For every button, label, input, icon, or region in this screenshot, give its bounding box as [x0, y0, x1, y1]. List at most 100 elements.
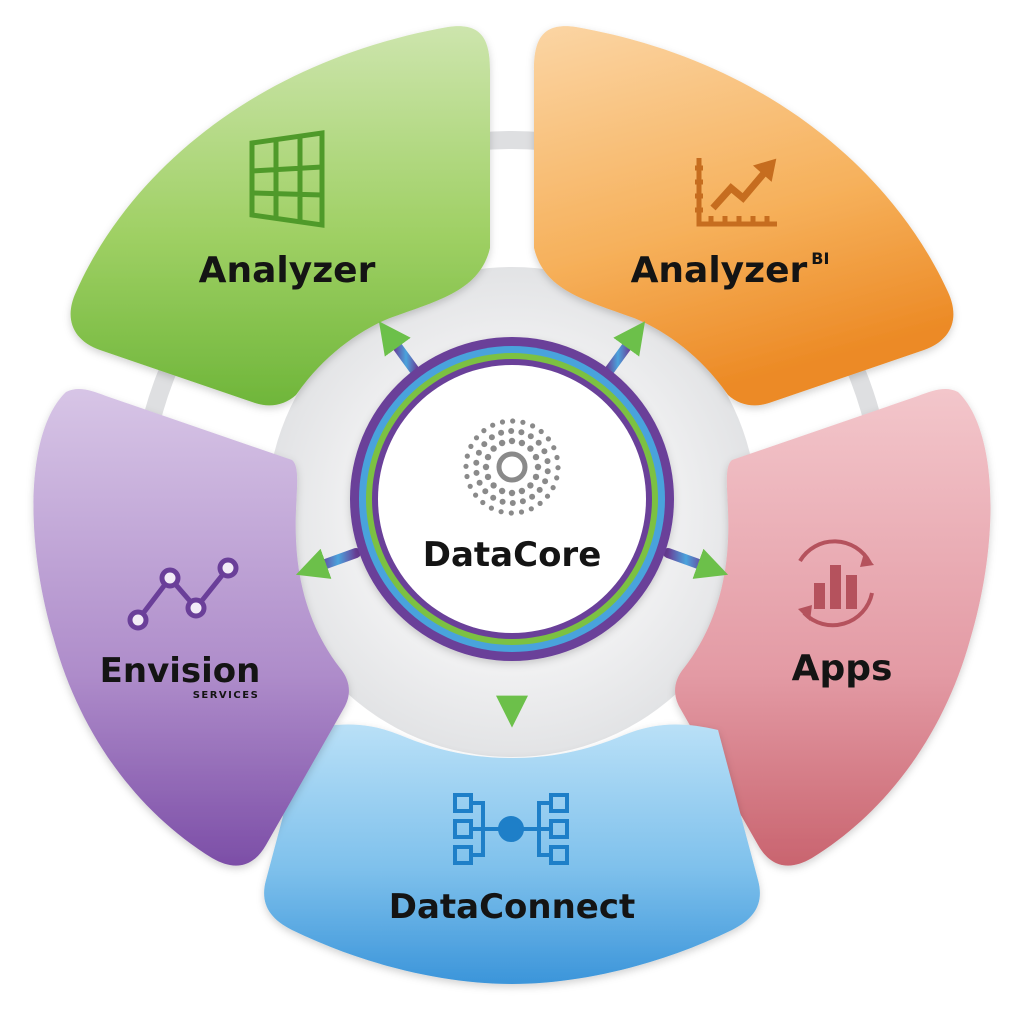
datacore-hub[interactable] [350, 337, 674, 661]
core-dot [480, 499, 486, 506]
core-dot [488, 505, 494, 511]
core-dot [508, 489, 516, 497]
core-dot [498, 429, 505, 436]
core-dot [554, 475, 560, 481]
core-dot [484, 453, 492, 461]
segment-analyzer-bi-shape [534, 26, 954, 406]
core-dot [464, 453, 470, 459]
core-dot [473, 435, 480, 441]
core-dot [542, 478, 549, 485]
core-dot [482, 488, 489, 495]
core-dot [481, 428, 487, 434]
envision-sublabel: SERVICES [193, 690, 260, 701]
core-dot [473, 492, 479, 498]
core-dot [518, 509, 525, 515]
core-dot [473, 459, 480, 466]
segment-dataconnect[interactable] [264, 724, 760, 984]
core-dot [509, 500, 516, 506]
core-dot [528, 506, 534, 512]
apps-label: Apps [792, 648, 893, 689]
segment-envision-shape [33, 389, 349, 866]
core-dot [484, 473, 492, 481]
core-dot [467, 483, 473, 489]
dataconnect-label: DataConnect [389, 887, 636, 927]
segment-analyzer-shape [70, 26, 490, 406]
core-dot [550, 485, 556, 491]
core-dot [532, 473, 540, 481]
segment-analyzer-bi[interactable] [534, 26, 954, 406]
line-nodes-icon [127, 557, 239, 631]
core-center-ring [496, 451, 528, 483]
core-dot [508, 510, 514, 516]
segment-analyzer[interactable] [70, 26, 490, 406]
core-dot [488, 434, 495, 441]
core-dot [519, 498, 526, 505]
arrow-to-envision [295, 548, 361, 579]
core-dot [545, 436, 552, 442]
arrow-to-analyzer [378, 321, 423, 380]
window-grid-icon [249, 130, 325, 228]
core-dot [535, 439, 542, 446]
core-dot [530, 423, 536, 429]
core-dot [541, 448, 548, 455]
core-dot [482, 463, 490, 471]
connector-arrows [295, 321, 729, 728]
core-dot [498, 487, 506, 495]
core-dot [544, 493, 551, 499]
trend-chart-icon [695, 158, 777, 227]
core-dot [544, 468, 551, 475]
core-dot [498, 439, 506, 447]
core-dot [537, 500, 543, 506]
core-dot [490, 494, 497, 501]
segment-apps-shape [675, 389, 991, 866]
core-dot [499, 498, 506, 505]
core-dot [534, 463, 542, 471]
segment-envision[interactable] [33, 389, 349, 866]
core-dot [518, 439, 526, 447]
core-dot [527, 433, 534, 440]
core-dot [520, 419, 526, 425]
core-dot [481, 441, 488, 448]
core-dot [475, 449, 482, 456]
core-dot [536, 486, 543, 493]
arrow-to-analyzer-bi [601, 321, 646, 380]
core-dot [510, 418, 516, 424]
core-dot [463, 463, 469, 469]
datacore-dots-icon [463, 418, 561, 516]
core-dot [499, 419, 506, 425]
hub-face [378, 365, 646, 633]
analyzer-bi-label-main: Analyzer [631, 250, 808, 291]
envision-label: Envision [100, 651, 261, 691]
core-dot [508, 428, 515, 434]
core-dot [544, 458, 551, 465]
core-dot [538, 428, 544, 435]
analyzer-label: Analyzer [199, 250, 376, 291]
analyzer-bi-superscript: BI [811, 249, 829, 268]
core-dot [527, 445, 534, 452]
core-dot [490, 445, 497, 452]
core-dot [555, 465, 561, 471]
core-dot [529, 493, 536, 500]
core-dot [490, 482, 497, 489]
core-dot [551, 445, 557, 451]
core-dot [464, 473, 470, 480]
core-dot [508, 437, 516, 445]
datacore-label: DataCore [423, 535, 602, 575]
segment-apps[interactable] [675, 389, 991, 866]
core-dot [476, 479, 483, 486]
core-dot [532, 453, 540, 461]
core-dot [554, 454, 560, 461]
core-dot [468, 443, 474, 449]
core-dot [527, 482, 534, 489]
core-dot [518, 429, 525, 436]
segment-dataconnect-shape [264, 724, 760, 984]
core-dot [518, 487, 526, 495]
core-dot [473, 469, 480, 476]
bar-chart-cycle-icon [798, 539, 874, 628]
network-hub-icon [453, 793, 569, 865]
core-dot [490, 422, 496, 428]
arrow-to-apps [663, 548, 729, 579]
core-dot [498, 509, 504, 515]
